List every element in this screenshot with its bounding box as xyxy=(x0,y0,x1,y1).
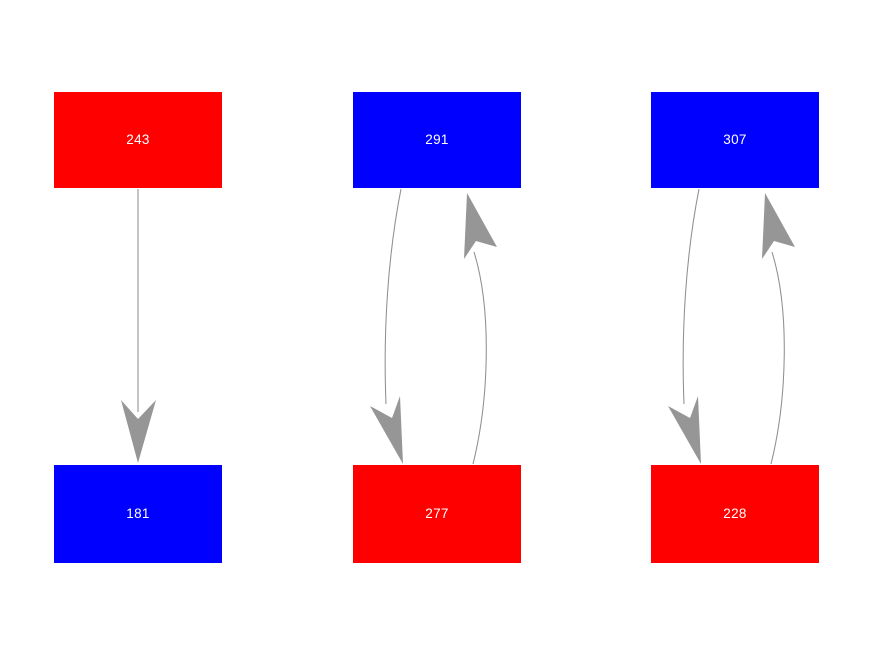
edge-277-to-291-arrowhead xyxy=(464,193,497,259)
node-291[interactable]: 291 xyxy=(353,92,521,188)
edge-243-to-181 xyxy=(121,189,156,463)
edge-291-to-277 xyxy=(370,188,403,464)
edge-228-to-307-line xyxy=(770,251,785,465)
node-228-label: 228 xyxy=(723,506,747,522)
edge-228-to-307 xyxy=(762,193,795,465)
node-181[interactable]: 181 xyxy=(54,465,222,563)
edge-307-to-228-line xyxy=(682,188,700,405)
edge-307-to-228-arrowhead xyxy=(668,396,701,464)
node-228[interactable]: 228 xyxy=(651,465,819,563)
node-291-label: 291 xyxy=(425,132,449,148)
edge-243-to-181-arrowhead xyxy=(121,400,156,463)
node-307-label: 307 xyxy=(723,132,747,148)
edge-277-to-291-line xyxy=(472,251,487,465)
edge-291-to-277-line xyxy=(384,188,402,405)
edge-228-to-307-arrowhead xyxy=(762,193,795,259)
edge-307-to-228 xyxy=(668,188,701,464)
node-181-label: 181 xyxy=(126,506,150,522)
node-307[interactable]: 307 xyxy=(651,92,819,188)
edge-291-to-277-arrowhead xyxy=(370,396,403,464)
node-277[interactable]: 277 xyxy=(353,465,521,563)
node-243[interactable]: 243 xyxy=(54,92,222,188)
node-277-label: 277 xyxy=(425,506,449,522)
node-243-label: 243 xyxy=(126,132,150,148)
edge-277-to-291 xyxy=(464,193,497,465)
